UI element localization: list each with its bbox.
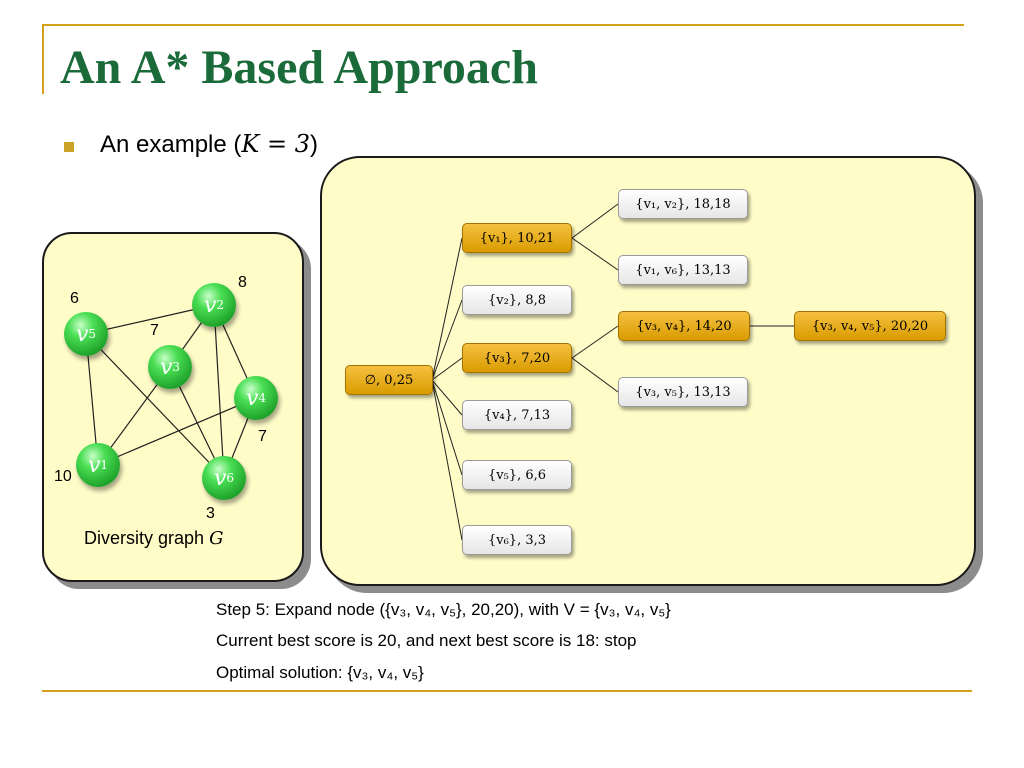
- weight-v2: 8: [238, 274, 247, 291]
- tree-edge-v1-v1v6: [571, 237, 619, 271]
- tree-node-v3v4v5: {v₃, v₄, v₅}, 20,20: [794, 311, 946, 341]
- tree-edge-v3-v3v4: [571, 325, 619, 359]
- step-line-3: Optimal solution: {v₃, v₄, v₅}: [216, 663, 424, 682]
- bottom-rule: [42, 690, 972, 692]
- bullet-text: An example (K = 3): [100, 130, 318, 159]
- tree-node-v4: {v₄}, 7,13: [462, 400, 572, 430]
- tree-edge-v1-v1v2: [571, 203, 619, 239]
- tree-node-v2: {v₂}, 8,8: [462, 285, 572, 315]
- weight-v3: 7: [150, 322, 159, 339]
- bullet-text-suffix: ): [309, 131, 318, 158]
- graph-caption: Diversity graph G: [84, 528, 223, 549]
- step-line-1: Step 5: Expand node ({v₃, v₄, v₅}, 20,20…: [216, 600, 671, 619]
- tree-edge-v3-v3v5: [571, 357, 619, 393]
- tree-node-v1v2: {v₁, v₂}, 18,18: [618, 189, 748, 219]
- tree-node-v1: {v₁}, 10,21: [462, 223, 572, 253]
- tree-node-v3: {v₃}, 7,20: [462, 343, 572, 373]
- graph-caption-text: Diversity graph: [84, 528, 205, 548]
- tree-node-v5: {v₅}, 6,6: [462, 460, 572, 490]
- tree-node-root: ∅, 0,25: [345, 365, 433, 395]
- tree-edge-root-v5: [431, 379, 463, 476]
- weight-v1: 10: [54, 468, 72, 485]
- tree-edge-root-v2: [431, 299, 463, 381]
- bullet-text-prefix: An example (: [100, 131, 242, 158]
- weight-v5: 6: [70, 290, 79, 307]
- edge-v1-v4: [97, 397, 257, 466]
- slide-title: An A* Based Approach: [60, 41, 538, 94]
- edge-v5-v6: [85, 333, 225, 479]
- weight-v4: 7: [258, 428, 267, 445]
- left-rule: [42, 24, 44, 94]
- tree-node-v1v6: {v₁, v₆}, 13,13: [618, 255, 748, 285]
- bullet-marker: [64, 142, 74, 152]
- top-rule: [42, 24, 964, 26]
- edge-v2-v6: [213, 304, 225, 479]
- tree-node-v6: {v₆}, 3,3: [462, 525, 572, 555]
- tree-edge-root-v4: [431, 379, 463, 416]
- tree-node-v3v5: {v₃, v₅}, 13,13: [618, 377, 748, 407]
- tree-edge-root-v1: [431, 237, 463, 381]
- bullet-math: K = 3: [241, 130, 310, 158]
- weight-v6: 3: [206, 505, 215, 522]
- tree-edge-root-v6: [431, 379, 463, 541]
- tree-node-v3v4: {v₃, v₄}, 14,20: [618, 311, 750, 341]
- step-line-2: Current best score is 20, and next best …: [216, 631, 637, 650]
- tree-edge-root-v3: [431, 357, 463, 381]
- graph-caption-math: G: [209, 528, 224, 549]
